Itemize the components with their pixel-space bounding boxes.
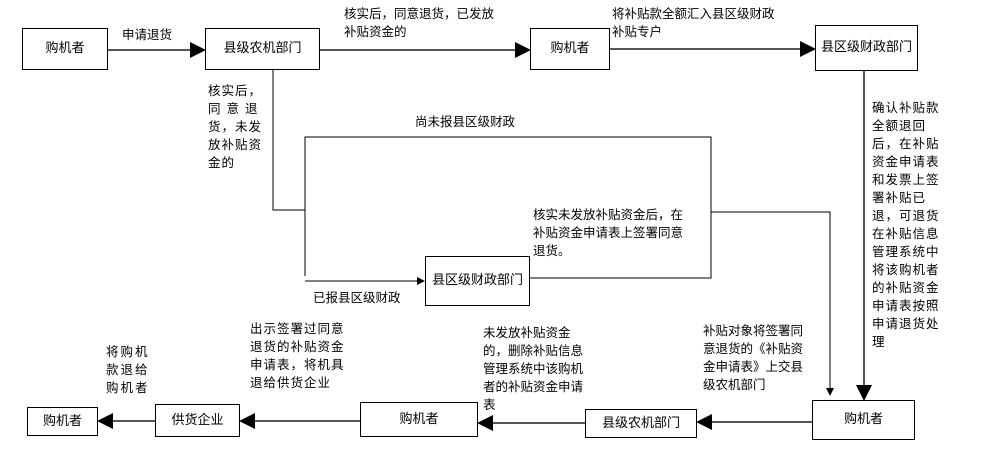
label-apply-return: 申请退货 bbox=[122, 27, 173, 42]
box-county-agri-1: 县级农机部门 bbox=[205, 28, 320, 70]
box-county-agri-2: 县级农机部门 bbox=[585, 409, 697, 438]
box-buyer-3: 购机者 bbox=[812, 400, 915, 440]
label-submit-form: 补贴对象将签署同意退货的《补贴资金申请表》上交县级农机部门 bbox=[703, 323, 804, 392]
label-verified-paid: 核实后，同意退货，已发放补贴资金的 bbox=[344, 6, 495, 39]
label-not-reported: 尚未报县区级财政 bbox=[415, 114, 516, 129]
label-delete-application: 未发放补贴资金的，删除补贴信息管理系统中该购机者的补贴资金申请表 bbox=[483, 325, 584, 412]
label-show-form: 出示签署过同意退货的补贴资金申请表，将机具退给供货企业 bbox=[250, 321, 345, 390]
label-remit-full: 将补贴款全额汇入县区级财政补贴专户 bbox=[612, 6, 775, 39]
line-branch-loop bbox=[304, 136, 712, 279]
box-buyer-4: 购机者 bbox=[360, 402, 478, 437]
box-buyer-5: 购机者 bbox=[27, 407, 98, 436]
box-county-finance-2: 县区级财政部门 bbox=[425, 256, 530, 306]
line-b2-branch bbox=[272, 70, 305, 211]
label-refund-buyer: 将购机款退给购机者 bbox=[106, 344, 150, 395]
box-buyer-1: 购机者 bbox=[22, 28, 108, 70]
label-sign-agree: 核实未发放补贴资金后，在补贴资金申请表上签署同意退货。 bbox=[533, 207, 684, 258]
box-county-finance-1: 县区级财政部门 bbox=[815, 25, 918, 71]
box-supplier: 供货企业 bbox=[155, 404, 240, 437]
label-reported: 已报县区级财政 bbox=[313, 290, 401, 305]
label-verified-unpaid: 核实后，同 意 退货，未发放补贴资金的 bbox=[208, 83, 263, 170]
arrow-to-buyer bbox=[711, 211, 834, 396]
label-confirm-refund: 确认补贴款全额退回后，在补贴资金申请表和发票上签署补贴已退，可退货在补贴信息管理… bbox=[872, 100, 940, 349]
box-buyer-2: 购机者 bbox=[530, 28, 610, 70]
